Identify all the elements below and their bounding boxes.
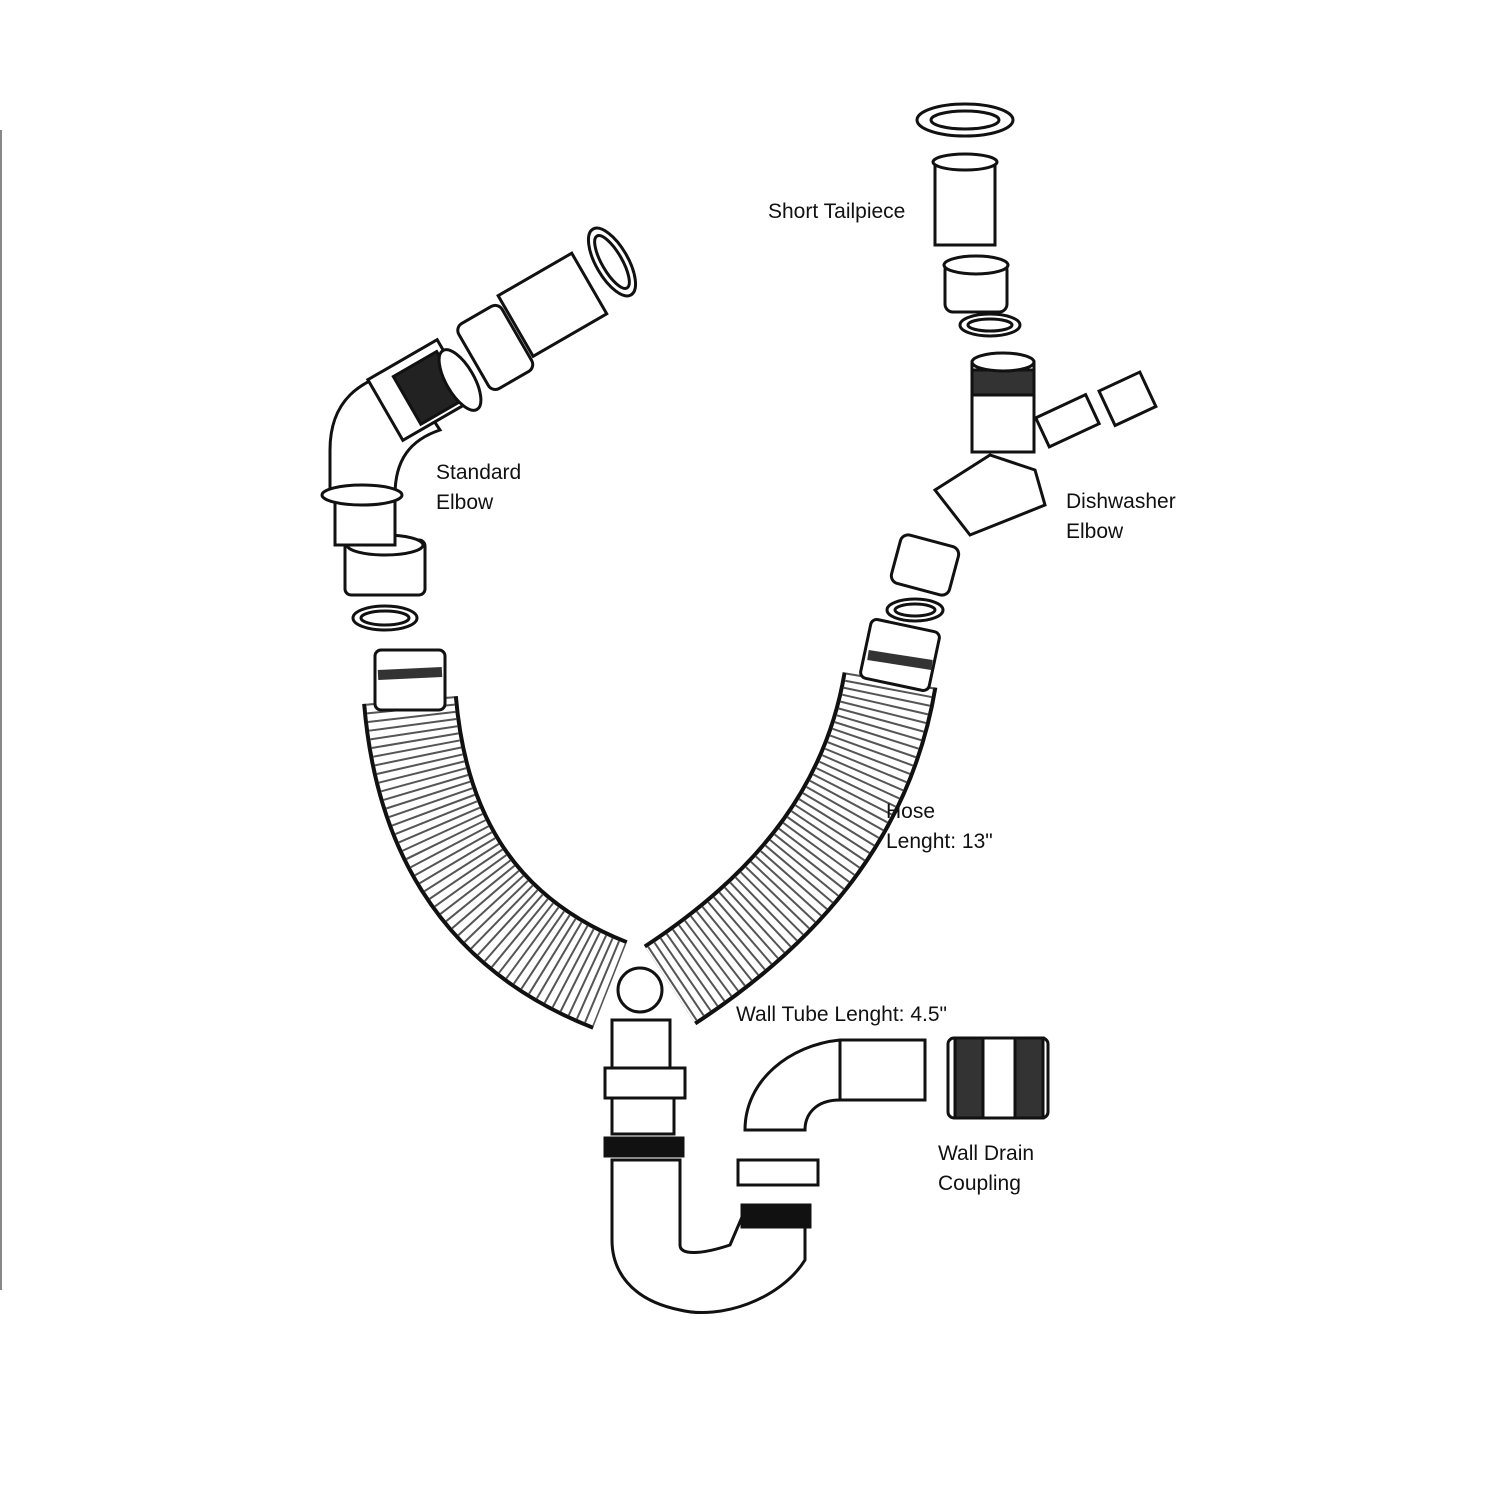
short-tailpiece: [933, 158, 997, 247]
wall-drain-coupling-label-line1: Wall Drain: [938, 1142, 1035, 1165]
wall-tube-length-label: Wall Tube Lenght: 4.5": [736, 1003, 947, 1026]
elbow-slip-nut: [456, 303, 535, 391]
trap-washer: [603, 1136, 685, 1158]
standard-elbow-label-line2: Elbow: [436, 491, 494, 514]
hose-length-label-line2: Lenght: 13": [886, 830, 993, 853]
standard-elbow: [320, 337, 475, 547]
dishwasher-elbow: [932, 351, 1158, 537]
standard-elbow-label-line1: Standard: [436, 461, 522, 484]
y-joint: [616, 966, 664, 1014]
trap-tube: [610, 1018, 672, 1072]
elbow-washer: [437, 348, 483, 412]
hose-length-label-line1: Hose: [886, 800, 936, 823]
dishwasher-elbow-label-line1: Dishwasher: [1066, 490, 1176, 513]
p-trap: [610, 1158, 812, 1315]
left-corrugated-hose: [362, 695, 629, 1030]
elbow-tube: [496, 251, 609, 359]
wall-drain-coupling-label-line2: Coupling: [938, 1172, 1021, 1195]
short-tailpiece-label: Short Tailpiece: [768, 200, 906, 223]
left-border-line: [0, 130, 2, 1290]
dishwasher-elbow-label-line2: Elbow: [1066, 520, 1124, 543]
wall-tube-elbow: [743, 1038, 927, 1132]
wall-tube-nut: [736, 1158, 820, 1187]
wall-drain-coupling: [946, 1036, 1050, 1120]
left-hose-threaded-end: [373, 648, 447, 712]
trap-slip-nut: [603, 1066, 687, 1100]
dishwasher-cap: [1097, 370, 1158, 428]
right-slip-nut: [889, 533, 961, 597]
right-corrugated-hose: [643, 671, 938, 1026]
